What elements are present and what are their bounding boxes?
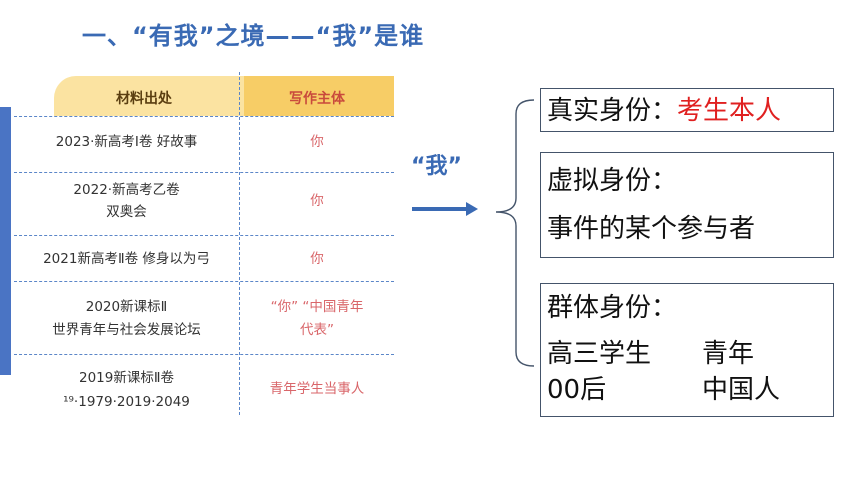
header-subject: 写作主体 [289,91,345,107]
row-subject-line: 你 [310,251,324,267]
source-table: 材料出处 写作主体 2023·新高考Ⅰ卷 好故事 你 2022·新高考乙卷 双奥… [14,72,394,415]
real-identity-label: 真实身份： [547,96,678,126]
row-subject-line: 你 [310,193,324,209]
group-item: 青年 [702,339,755,369]
row-source-line: 世界青年与社会发展论坛 [52,322,201,338]
brace-icon [495,99,535,367]
left-accent-bar [0,107,11,375]
row-source-line: 2019新课标Ⅱ卷 [78,370,174,386]
group-item: 00后 [547,375,607,405]
arrow-head-icon [466,202,478,216]
row-subject-line: 你 [310,134,324,150]
row-divider [14,116,394,117]
row-source-line: 2020新课标Ⅱ [85,299,168,315]
arrow-right-icon [412,207,470,211]
row-source-line: 2023·新高考Ⅰ卷 好故事 [55,134,198,150]
row-divider [14,172,394,173]
virtual-identity-label: 虚拟身份： [547,166,678,196]
row-source-line: 2021新高考Ⅱ卷 修身以为弓 [43,251,210,267]
row-divider [14,354,394,355]
group-identity-label: 群体身份： [547,293,678,323]
header-source: 材料出处 [116,91,172,107]
page-title: 一、“有我”之境——“我”是谁 [82,22,425,50]
wo-label: “我” [411,154,462,179]
group-item: 中国人 [702,375,781,405]
column-divider [239,72,240,415]
row-source-line: 2022·新高考乙卷 [73,182,180,198]
real-identity-value: 考生本人 [677,96,782,126]
row-subject-line: “你” “中国青年 [270,299,364,315]
row-subject-line: 代表” [300,322,334,338]
group-identity-box: 群体身份： 高三学生 青年 00后 中国人 [540,283,834,417]
row-subject-line: 青年学生当事人 [269,381,365,397]
table-header: 材料出处 写作主体 [14,72,394,116]
group-item: 高三学生 [547,339,652,369]
virtual-identity-box: 虚拟身份： 事件的某个参与者 [540,152,834,258]
row-source-line: 双奥会 [106,204,147,220]
virtual-identity-value: 事件的某个参与者 [547,214,756,244]
row-source-line: ¹⁹·1979·2019·2049 [63,394,190,410]
row-divider [14,235,394,236]
row-divider [14,281,394,282]
real-identity-box: 真实身份：考生本人 [540,88,834,132]
